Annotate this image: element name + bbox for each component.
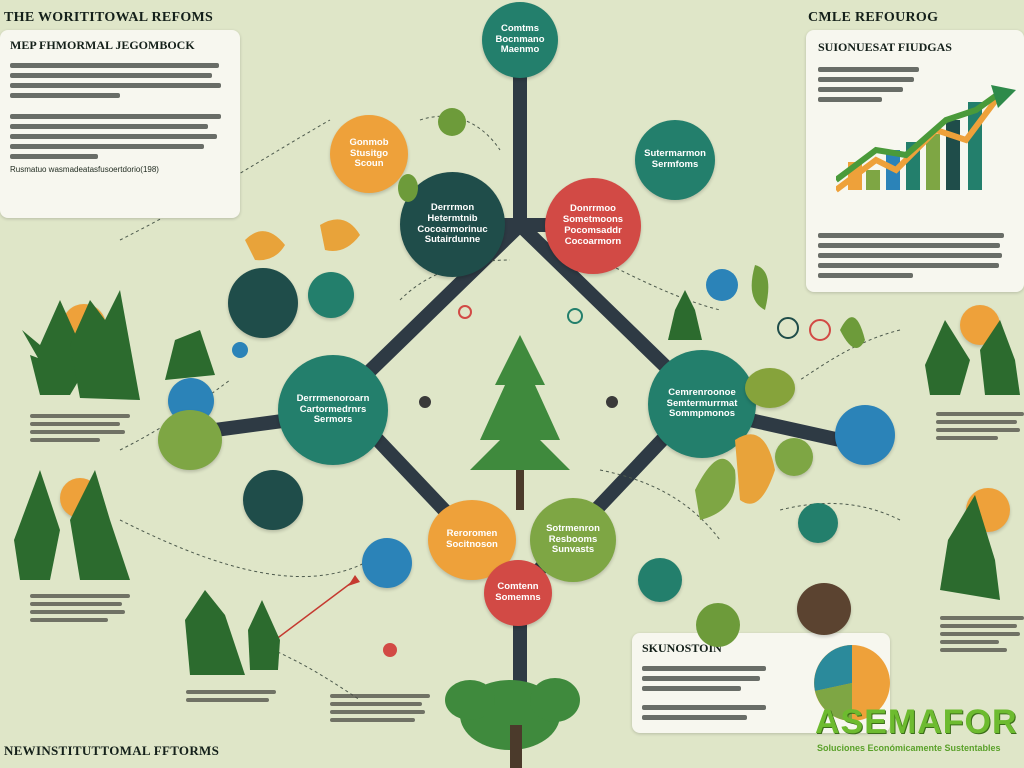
pie-chart-icon bbox=[814, 645, 890, 721]
node-center-right: Donrrmoo Sometmoons Pocomsaddr Cocoarmor… bbox=[545, 178, 641, 274]
node-lower-left bbox=[243, 470, 303, 530]
bottom-card-title: SKUNOSTOIN bbox=[642, 641, 722, 655]
caption-left-1 bbox=[30, 410, 130, 446]
node-left-small-2 bbox=[308, 272, 354, 318]
leaf-node-right bbox=[745, 368, 795, 408]
right-info-card: SUIONUESAT FIUDGAS bbox=[806, 30, 1024, 292]
node-green-left bbox=[158, 410, 222, 470]
caption-left-2 bbox=[30, 590, 130, 626]
node-green-bottom: Sotrmenron Resbooms Sunvasts bbox=[530, 498, 616, 582]
left-info-card: MEP FHMORMAL JEGOMBOCK Rusmatuo wasmadea… bbox=[0, 30, 240, 218]
node-brown-right bbox=[797, 583, 851, 635]
right-card-title: SUIONUESAT FIUDGAS bbox=[818, 40, 952, 54]
node-green-right bbox=[775, 438, 813, 476]
node-orange-top: Gonmob Stusitgo Scoun bbox=[330, 115, 408, 193]
node-red-bottom: Comtenn Somemns bbox=[484, 560, 552, 626]
caption-left-3 bbox=[186, 686, 276, 706]
asemafor-logo: ASEMAFOR bbox=[815, 703, 1018, 741]
node-teal-top: Sutermarmon Sermfoms bbox=[635, 120, 715, 200]
bottom-info-card: SKUNOSTOIN bbox=[632, 633, 890, 733]
node-top-apex: Comtms Bocnmano Maenmo bbox=[482, 2, 558, 78]
node-blue-right bbox=[835, 405, 895, 465]
caption-right-2 bbox=[940, 612, 1024, 656]
heading-top-right: CMLE REFOUROG bbox=[808, 10, 939, 25]
node-center-left: Derrrmenoroarn Cartormedrnrs Sermors bbox=[278, 355, 388, 465]
left-card-title: MEP FHMORMAL JEGOMBOCK bbox=[10, 38, 195, 52]
node-blue-bottom bbox=[362, 538, 412, 588]
left-card-footer: Rusmatuo wasmadeatasfusoertdorio(198) bbox=[10, 165, 159, 174]
heading-bottom-left: NEWINSTITUTTOMAL FFTORMS bbox=[4, 743, 220, 758]
caption-right-1 bbox=[936, 408, 1024, 444]
node-left-small bbox=[228, 268, 298, 338]
heading-top-left: THE WORITITOWAL REFOMS bbox=[4, 10, 214, 25]
asemafor-tagline: Soluciones Económicamente Sustentables bbox=[817, 743, 1001, 753]
growth-chart-icon bbox=[836, 85, 1016, 193]
caption-center-left bbox=[330, 690, 430, 726]
node-teal-right-2 bbox=[798, 503, 838, 543]
node-teal-bottom bbox=[638, 558, 682, 602]
